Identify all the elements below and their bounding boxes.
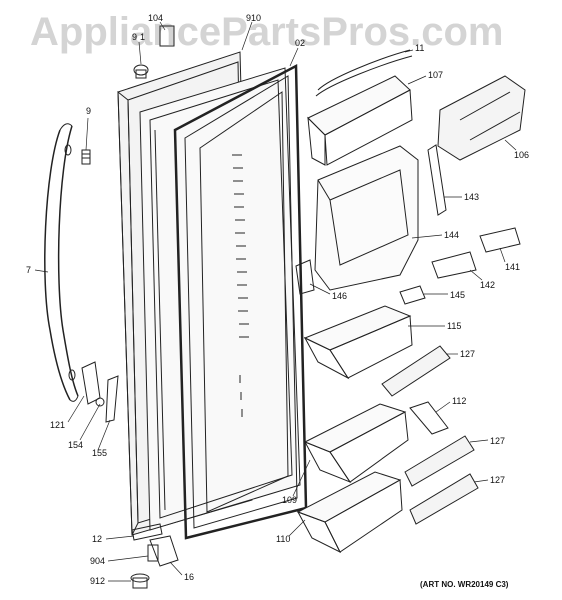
label-912: 912 — [90, 576, 106, 586]
clip-141 — [479, 227, 521, 253]
label-154: 154 — [68, 440, 84, 450]
label-145: 145 — [450, 290, 466, 300]
label-115: 115 — [447, 321, 462, 331]
door-liner — [139, 67, 301, 531]
label-104: 104 — [148, 13, 164, 23]
label-7: 7 — [26, 265, 32, 275]
art-number: (ART NO. WR20149 C3) — [420, 580, 509, 589]
bin-127-c — [409, 473, 479, 525]
part-112 — [409, 401, 449, 435]
bin-115 — [303, 305, 413, 380]
label-02: 02 — [295, 38, 306, 48]
label-910: 910 — [246, 13, 262, 23]
label-121: 121 — [50, 420, 66, 430]
shelf-rails — [232, 154, 249, 417]
bin-127-a — [381, 345, 451, 397]
label-143: 143 — [464, 192, 480, 202]
label-141: 141 — [505, 262, 521, 272]
label-127-b: 127 — [490, 436, 506, 446]
door-handle — [44, 123, 79, 402]
label-110: 110 — [276, 534, 291, 544]
label-155: 155 — [92, 448, 108, 458]
bin-109 — [303, 403, 409, 484]
shelf-cover-11 — [315, 49, 413, 97]
label-109: 109 — [282, 495, 298, 505]
bin-110 — [296, 471, 403, 554]
screw-9 — [81, 149, 91, 165]
label-9-top: 9 — [132, 32, 138, 42]
trim-143 — [427, 144, 447, 216]
watermark-logo: AppliancePartsPros.com — [30, 10, 504, 54]
label-142: 142 — [480, 280, 496, 290]
label-16: 16 — [184, 572, 195, 582]
bin-127-b — [404, 435, 475, 487]
clip-142 — [431, 251, 477, 279]
bin-106 — [437, 75, 526, 161]
hinge-cam-parts — [81, 361, 119, 423]
bin-107 — [307, 75, 413, 166]
top-hinge-parts — [133, 25, 175, 79]
label-106: 106 — [514, 150, 530, 160]
leader-lines — [34, 21, 517, 582]
bottom-hinge-parts — [130, 523, 179, 589]
label-9-handle: 9 — [86, 106, 92, 116]
label-127-c: 127 — [490, 475, 506, 485]
dispenser-housing — [314, 145, 419, 291]
part-145 — [399, 285, 426, 305]
label-904: 904 — [90, 556, 106, 566]
label-12: 12 — [92, 534, 103, 544]
label-144: 144 — [444, 230, 460, 240]
label-112: 112 — [452, 396, 467, 406]
label-127-a: 127 — [460, 349, 476, 359]
label-1: 1 — [140, 32, 146, 42]
part-146 — [295, 259, 315, 295]
label-11: 11 — [415, 43, 425, 53]
label-107: 107 — [428, 70, 444, 80]
label-146: 146 — [332, 291, 348, 301]
